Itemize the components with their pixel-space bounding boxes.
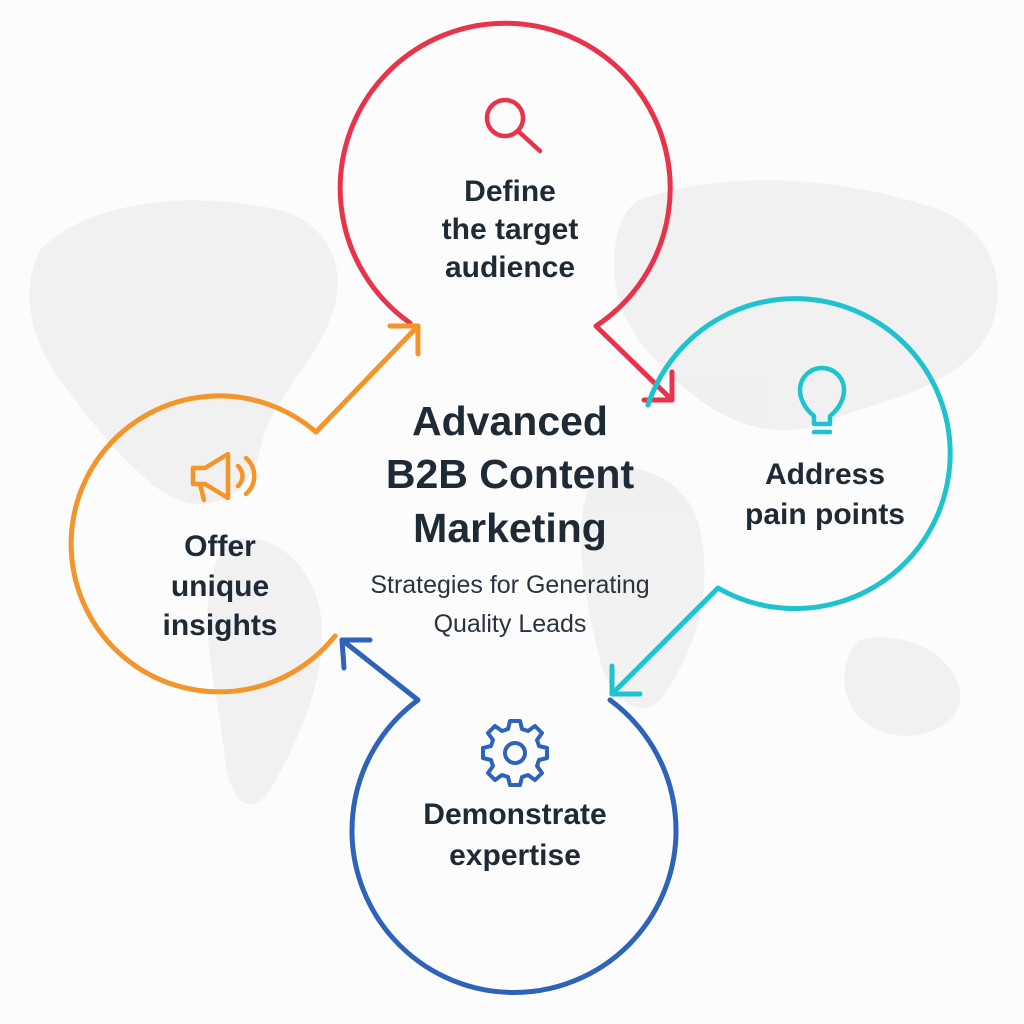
node-right-outline bbox=[609, 296, 953, 697]
node-right-label: Address pain points bbox=[745, 458, 905, 531]
center-title: Advanced B2B Content Marketing bbox=[385, 398, 635, 551]
magnifier-icon bbox=[484, 97, 543, 154]
lightbulb-icon bbox=[797, 365, 847, 435]
gear-icon bbox=[481, 719, 549, 787]
world-map-background bbox=[29, 180, 998, 805]
center-subtitle: Strategies for Generating Quality Leads bbox=[370, 571, 650, 638]
node-top-label: Define the target audience bbox=[441, 175, 579, 285]
node-bottom-label: Demonstrate expertise bbox=[423, 798, 607, 872]
node-left-label: Offer unique insights bbox=[162, 530, 278, 643]
node-bottom-outline bbox=[339, 637, 679, 995]
megaphone-icon bbox=[190, 451, 257, 503]
node-top-outline bbox=[337, 20, 675, 403]
node-left-outline bbox=[68, 323, 421, 695]
